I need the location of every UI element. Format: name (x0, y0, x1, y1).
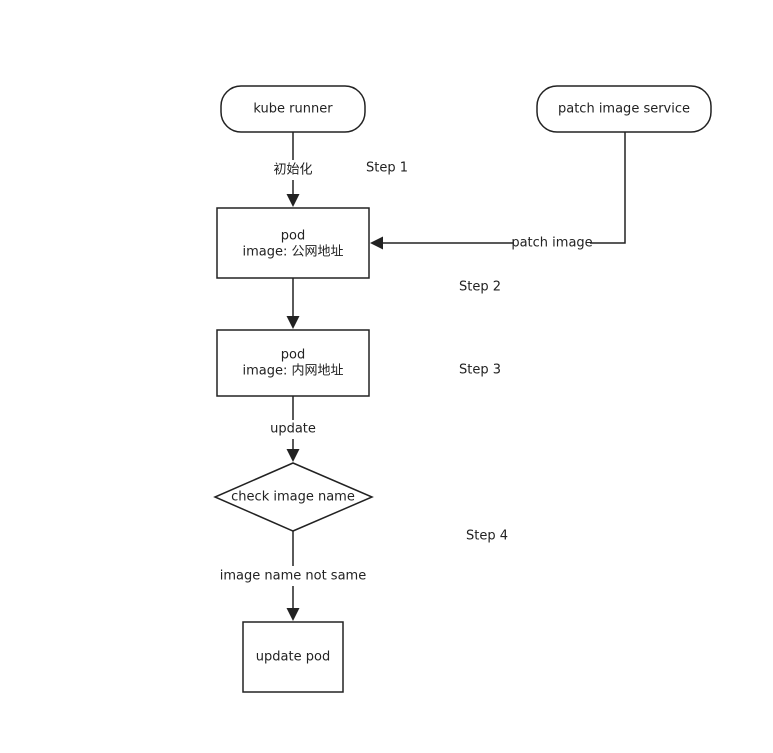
edge-image-name-not-same: image name not same (220, 531, 366, 621)
edge-label-bg (268, 160, 318, 180)
terminal-shape (220, 85, 366, 133)
node-label-patch-image-service: patch image service (558, 102, 690, 117)
process-shape (242, 621, 344, 693)
arrow-down-icon (286, 449, 300, 462)
node-label-kube-runner: kube runner (253, 102, 333, 117)
node-label-check-image-name: check image name (231, 490, 355, 505)
decision-shape (213, 462, 374, 532)
step-label-1: Step 1 (366, 161, 408, 176)
node-check-image-name[interactable]: check image name (213, 462, 374, 532)
step-label-4: Step 4 (466, 529, 508, 544)
arrow-left-icon (370, 236, 383, 250)
edge-label-bg (268, 420, 318, 439)
node-kube-runner[interactable]: kube runner (220, 85, 366, 133)
edge-patch-image: patch image (370, 132, 626, 252)
step-label-2: Step 2 (459, 280, 501, 295)
step-label-3: Step 3 (459, 363, 501, 378)
edge-pod-to-pod (286, 278, 300, 329)
edge-line-patch-image (380, 132, 626, 244)
process-shape (216, 329, 370, 397)
arrow-down-icon (286, 194, 300, 207)
node-patch-image-service[interactable]: patch image service (536, 85, 712, 133)
edge-label-patch-image: patch image (511, 236, 592, 251)
edge-label-bg (220, 566, 366, 586)
node-pod-internal[interactable]: pod image: 内网地址 (216, 329, 370, 397)
edge-init: 初始化 (268, 132, 318, 207)
node-label-update-pod: update pod (256, 650, 330, 665)
node-title-pod-internal: pod (281, 348, 305, 363)
terminal-shape (536, 85, 712, 133)
process-shape (216, 207, 370, 279)
node-pod-public[interactable]: pod image: 公网地址 (216, 207, 370, 279)
edge-label-update: update (270, 422, 316, 437)
edge-label-init: 初始化 (273, 163, 312, 178)
edge-update: update (268, 396, 318, 462)
node-title-pod-public: pod (281, 229, 305, 244)
arrow-down-icon (286, 316, 300, 329)
node-subtitle-pod-public: image: 公网地址 (242, 245, 343, 260)
edge-label-image-name-not-same: image name not same (220, 569, 366, 584)
node-update-pod[interactable]: update pod (242, 621, 344, 693)
arrow-down-icon (286, 608, 300, 621)
edge-label-bg (514, 234, 590, 252)
node-subtitle-pod-internal: image: 内网地址 (242, 363, 343, 379)
